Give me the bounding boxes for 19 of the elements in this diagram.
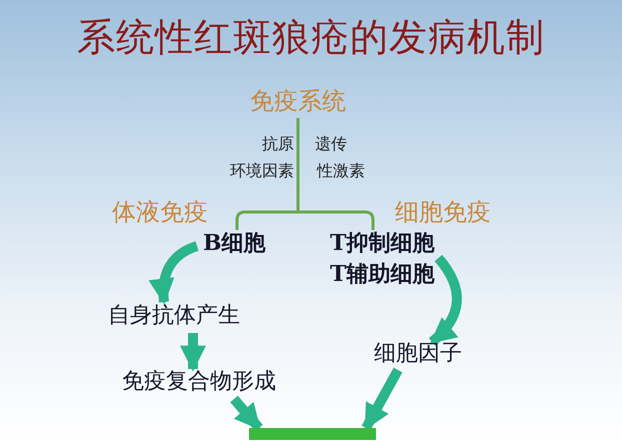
cell-type-text: T辅助细胞 [330,260,434,289]
factor-text: 性激素 [317,161,365,182]
process-text: 细胞因子 [374,340,462,368]
heading-text: 免疫系统 [250,86,346,117]
cell-type-text: B细胞 [203,229,266,258]
process-text: 自身抗体产生 [108,302,240,330]
category-heading: 体液免疫 [112,197,208,228]
category-heading: 细胞免疫 [395,197,491,228]
title: 系统性红斑狼疮的发病机制 [76,14,546,61]
arrow [428,254,462,346]
result-bar [249,428,376,440]
arrow [362,368,402,430]
cell-type-text: T抑制细胞 [330,229,434,258]
connector-line [296,118,374,230]
process-text: 免疫复合物形成 [122,368,276,396]
factor-text: 环境因素 [229,161,294,182]
factor-text: 抗原 [261,134,294,155]
arrow [180,333,206,372]
factor-text: 遗传 [315,134,347,155]
